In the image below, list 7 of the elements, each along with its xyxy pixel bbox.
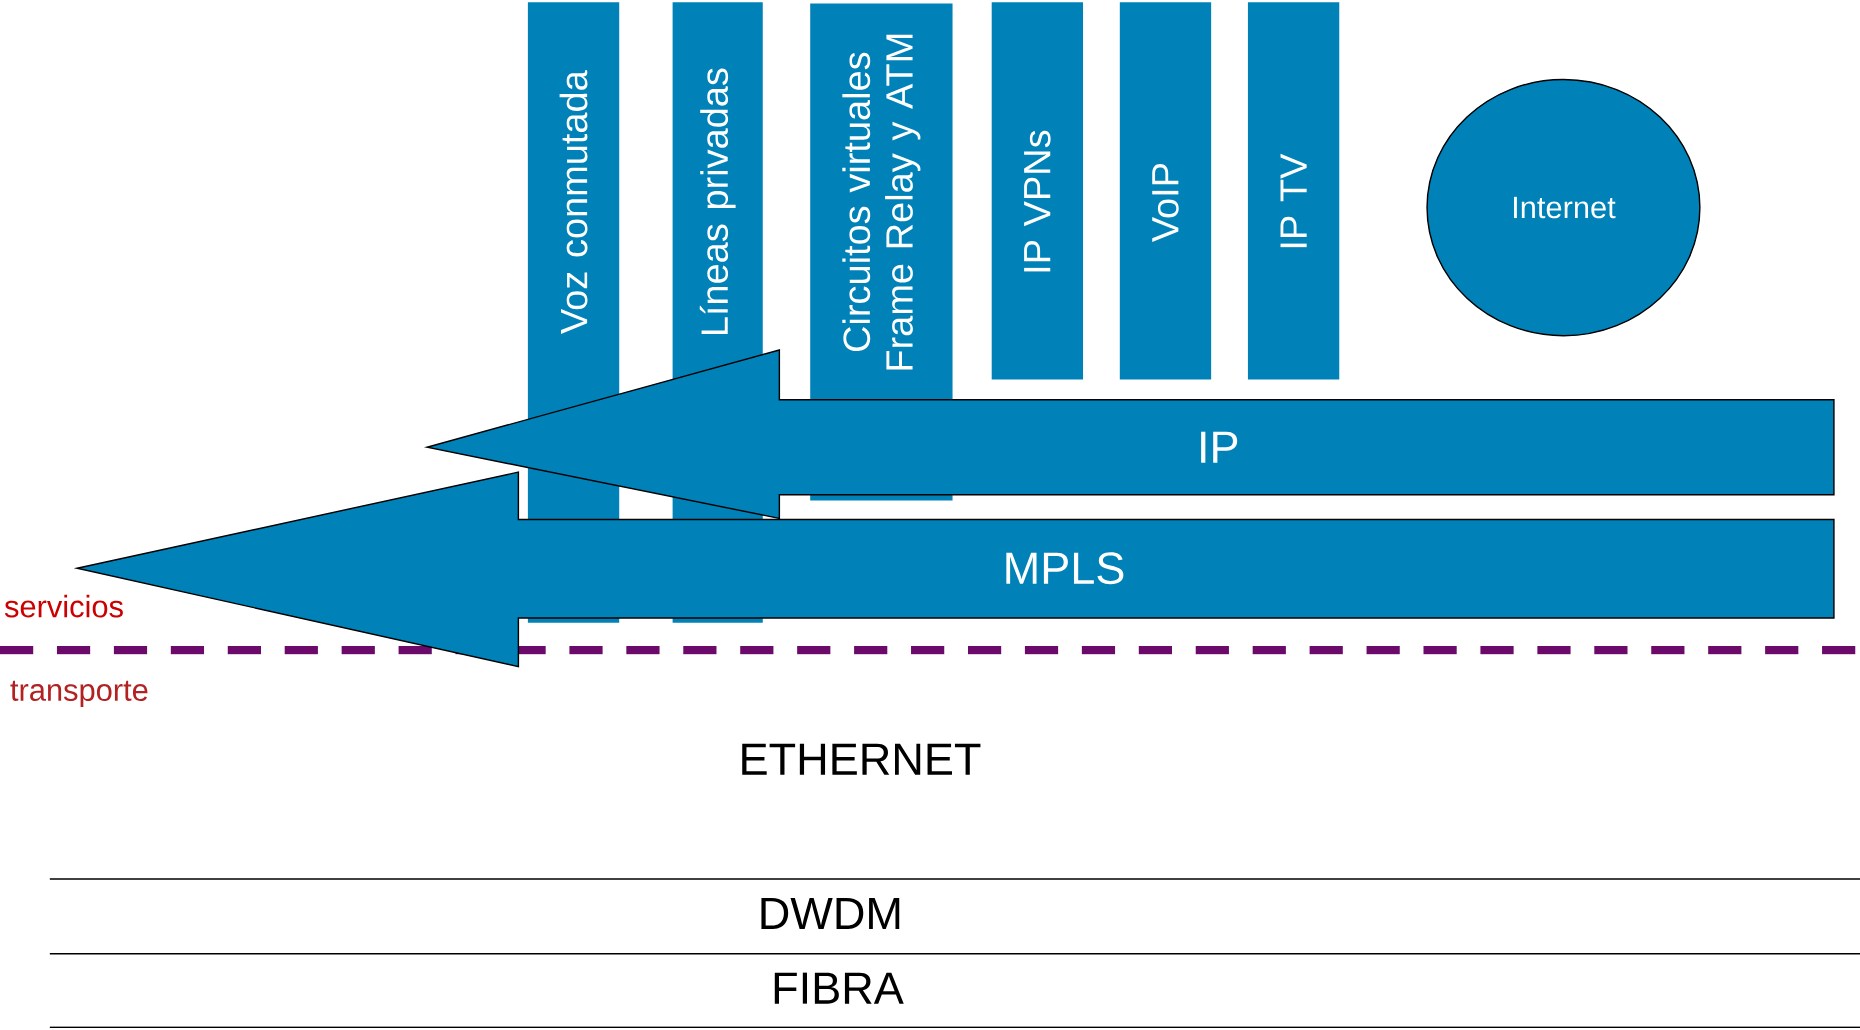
service-bar: VoIP <box>1119 2 1212 380</box>
layer-label: ETHERNET <box>742 743 981 775</box>
service-bar: IP VPNs <box>991 2 1084 380</box>
layer-label: DWDM <box>761 898 900 930</box>
layer-label: FIBRA <box>774 972 904 1004</box>
transporte-label: transporte <box>10 680 148 708</box>
service-bar: IP TV <box>1247 2 1340 380</box>
